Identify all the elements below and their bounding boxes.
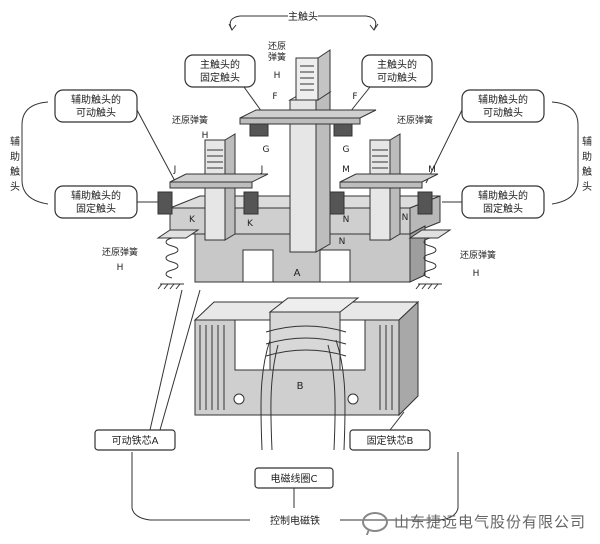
svg-text:头: 头: [10, 181, 20, 193]
letter-A: A: [294, 268, 301, 279]
aux-fixed-right-box: 辅助触头的 固定触头: [442, 185, 545, 219]
svg-text:K: K: [189, 215, 196, 225]
main-contact-bar: G G: [239, 109, 377, 155]
svg-text:G: G: [263, 145, 270, 155]
svg-text:触: 触: [10, 165, 20, 178]
aux-contact-left-bracket: 辅 助 触 头: [10, 101, 49, 205]
svg-text:辅助触头的: 辅助触头的: [478, 93, 528, 106]
svg-text:辅: 辅: [582, 135, 592, 148]
svg-text:H: H: [117, 263, 124, 273]
aux-tower-right: M M N N N: [329, 133, 439, 247]
svg-text:可动触头: 可动触头: [377, 71, 417, 84]
watermark: 山东捷远电气股份有限公司: [361, 511, 586, 532]
main-fixed-box: 主触头的 固定触头: [184, 54, 263, 113]
svg-text:G: G: [343, 145, 350, 155]
return-spring-left-bottom: 还原弹簧 H: [102, 237, 184, 290]
svg-text:还原弹簧: 还原弹簧: [460, 249, 496, 261]
svg-text:电磁线圈C: 电磁线圈C: [271, 472, 318, 485]
main-contact-label: 主触头: [288, 10, 318, 23]
main-contact-bracket: 主触头: [228, 10, 379, 31]
return-spring-top-label: 还原 弹簧 H: [268, 40, 286, 81]
svg-text:触: 触: [582, 165, 592, 178]
watermark-text: 山东捷远电气股份有限公司: [393, 513, 586, 531]
svg-text:J: J: [173, 165, 177, 175]
svg-text:H: H: [473, 269, 480, 279]
svg-text:主触头的: 主触头的: [377, 58, 417, 71]
return-spring-right-bottom: 还原弹簧 H: [415, 237, 496, 290]
svg-text:F: F: [272, 92, 277, 102]
svg-text:M: M: [428, 165, 436, 175]
svg-text:固定触头: 固定触头: [483, 202, 523, 215]
svg-text:J: J: [260, 165, 264, 175]
svg-text:H: H: [274, 71, 281, 81]
svg-text:还原弹簧: 还原弹簧: [172, 114, 208, 126]
fixed-core-label-box: 固定铁芯B: [349, 411, 431, 451]
svg-text:M: M: [342, 165, 350, 175]
svg-text:辅助触头的: 辅助触头的: [478, 189, 528, 202]
return-spring-left-top-label: 还原弹簧 H: [172, 114, 208, 141]
control-coil-label: 控制电磁铁: [270, 514, 320, 527]
svg-text:H: H: [202, 131, 209, 141]
svg-text:K: K: [247, 219, 254, 229]
svg-text:可动铁芯A: 可动铁芯A: [112, 434, 159, 447]
svg-text:助: 助: [10, 150, 20, 163]
svg-text:N: N: [339, 237, 346, 247]
svg-text:F: F: [352, 92, 357, 102]
svg-text:固定触头: 固定触头: [200, 71, 240, 84]
svg-text:固定触头: 固定触头: [76, 202, 116, 215]
svg-text:可动触头: 可动触头: [76, 106, 116, 119]
svg-text:N: N: [402, 213, 409, 223]
svg-text:辅助触头的: 辅助触头的: [71, 189, 121, 202]
svg-text:头: 头: [582, 181, 592, 193]
coil-label-box: 电磁线圈C: [254, 467, 334, 489]
svg-text:弹簧: 弹簧: [268, 51, 286, 63]
return-spring-right-top-label: 还原弹簧: [397, 114, 433, 126]
central-shaft: F F: [272, 49, 358, 253]
control-coil-bracket: 控制电磁铁: [131, 452, 459, 527]
aux-tower-left: J J K K: [157, 133, 269, 241]
svg-text:还原: 还原: [268, 40, 286, 52]
coil: [260, 297, 360, 451]
svg-text:辅助触头的: 辅助触头的: [71, 93, 121, 106]
svg-text:主触头的: 主触头的: [200, 58, 240, 71]
svg-text:辅: 辅: [10, 135, 20, 148]
svg-text:还原弹簧: 还原弹簧: [397, 114, 433, 126]
svg-text:助: 助: [582, 150, 592, 163]
aux-fixed-left-box: 辅助触头的 固定触头: [54, 185, 158, 219]
svg-text:还原弹簧: 还原弹簧: [102, 246, 138, 258]
main-moving-box: 主触头的 可动触头: [349, 54, 433, 113]
wechat-icon: [361, 511, 388, 532]
letter-B: B: [297, 381, 304, 392]
moving-core-label-box: 可动铁芯A: [94, 289, 201, 451]
svg-text:可动触头: 可动触头: [483, 106, 523, 119]
aux-moving-right-box: 辅助触头的 可动触头: [425, 89, 545, 184]
svg-text:固定铁芯B: 固定铁芯B: [367, 434, 414, 447]
aux-moving-left-box: 辅助触头的 可动触头: [54, 89, 177, 184]
aux-contact-right-bracket: 辅 助 触 头: [551, 101, 592, 205]
svg-text:N: N: [343, 215, 350, 225]
